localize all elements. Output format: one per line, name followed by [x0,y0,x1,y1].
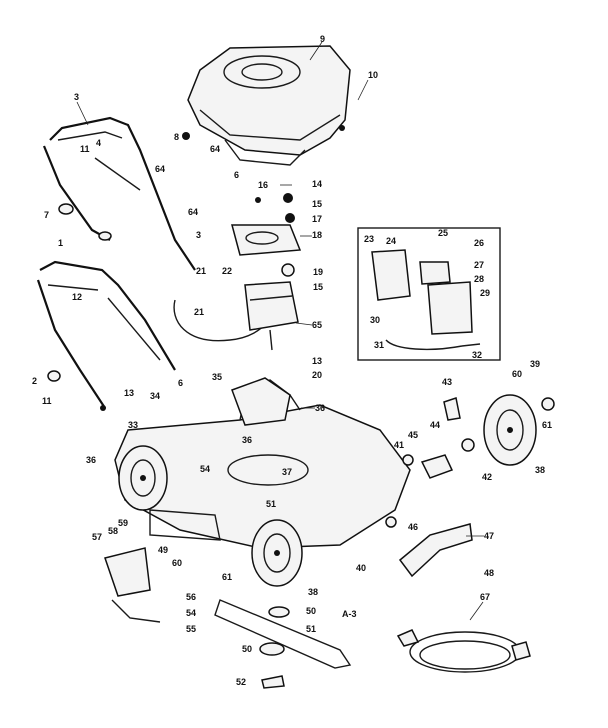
part-label-43: 43 [442,377,452,387]
part-label-31: 31 [374,340,384,350]
part-label-11b: 11 [42,396,52,406]
part-label-47: 47 [484,531,494,541]
part-label-19: 19 [313,267,323,277]
part-label-57: 57 [92,532,102,542]
callout-leaders [76,41,484,621]
part-label-54b: 54 [186,608,196,618]
part-label-42: 42 [482,472,492,482]
mower-deck-part [114,377,411,549]
part-label-54a: 54 [200,464,210,474]
part-label-33: 33 [128,420,138,430]
handle-hardware [47,203,112,411]
part-label-50a: 50 [306,606,316,616]
part-label-61: 61 [222,572,232,582]
part-label-30a: 30 [370,315,380,325]
part-label-37: 37 [282,467,292,477]
part-label-4: 4 [96,138,101,148]
part-label-21a: 21 [196,266,206,276]
part-label-25: 25 [438,228,448,238]
part-label-15a: 15 [312,199,322,209]
part-label-12: 12 [72,292,82,302]
part-label-24: 24 [386,236,396,246]
part-label-48: 48 [484,568,494,578]
part-label-32: 32 [472,350,482,360]
part-label-44: 44 [430,420,440,430]
part-label-6: 6 [234,170,239,180]
part-label-22a: 22 [222,266,232,276]
part-label-65: 65 [312,320,322,330]
part-label-15b: 15 [313,282,323,292]
diagram-caption: A-3 [342,609,357,619]
part-label-38b: 38 [535,465,545,475]
upper-handle-part [42,116,196,271]
lower-handle-part [36,260,176,409]
part-label-11a: 11 [80,144,90,154]
part-label-39: 39 [530,359,540,369]
part-label-36b: 36 [242,435,252,445]
part-label-41: 41 [394,440,404,450]
part-label-3b: 3 [196,230,201,240]
part-label-36c: 36 [86,455,96,465]
part-label-51b: 51 [306,624,316,634]
part-label-3: 3 [74,92,79,102]
motor-cover-part [182,45,351,166]
part-label-7: 7 [44,210,49,220]
part-label-27: 27 [474,260,484,270]
part-label-52: 52 [236,677,246,687]
part-label-40: 40 [356,563,366,573]
axle-hardware [385,397,555,528]
part-label-17: 17 [312,214,322,224]
part-label-16: 16 [258,180,268,190]
motor-part [231,193,302,351]
part-label-9: 9 [320,34,325,44]
starter-cable [173,299,269,342]
part-label-18: 18 [312,230,322,240]
part-label-61b: 61 [542,420,552,430]
part-label-50b: 50 [242,644,252,654]
part-label-58: 58 [108,526,118,536]
part-label-2: 2 [32,376,37,386]
part-label-23: 23 [364,234,374,244]
part-label-29: 29 [480,288,490,298]
part-label-67: 67 [480,592,490,602]
blade-assembly [104,547,352,689]
part-label-13a: 13 [312,356,322,366]
part-label-6b: 6 [178,378,183,388]
wheel-rear-left [251,519,303,587]
deflector-part [398,523,473,578]
part-label-56: 56 [186,592,196,602]
part-label-10: 10 [368,70,378,80]
part-label-34: 34 [150,391,160,401]
part-label-35a: 35 [212,372,222,382]
part-label-1: 1 [58,238,63,248]
part-label-46: 46 [408,522,418,532]
part-label-36a: 36 [315,403,325,413]
part-label-14: 14 [312,179,322,189]
wheel-right [483,394,537,466]
part-label-51a: 51 [266,499,276,509]
part-label-49: 49 [158,545,168,555]
switch-box-inset [357,227,501,361]
power-cord-part [396,629,531,673]
part-label-64b: 64 [155,164,165,174]
part-label-45: 45 [408,430,418,440]
part-label-60b: 60 [512,369,522,379]
part-label-64a: 64 [210,144,220,154]
part-label-64c: 64 [188,207,198,217]
part-label-55: 55 [186,624,196,634]
part-label-13b: 13 [124,388,134,398]
part-label-28: 28 [474,274,484,284]
part-label-8: 8 [174,132,179,142]
wheel-front-left [118,445,168,511]
part-label-38a: 38 [308,587,318,597]
part-label-21b: 21 [194,307,204,317]
part-label-20: 20 [312,370,322,380]
part-label-60: 60 [172,558,182,568]
part-label-26: 26 [474,238,484,248]
part-label-59: 59 [118,518,128,528]
